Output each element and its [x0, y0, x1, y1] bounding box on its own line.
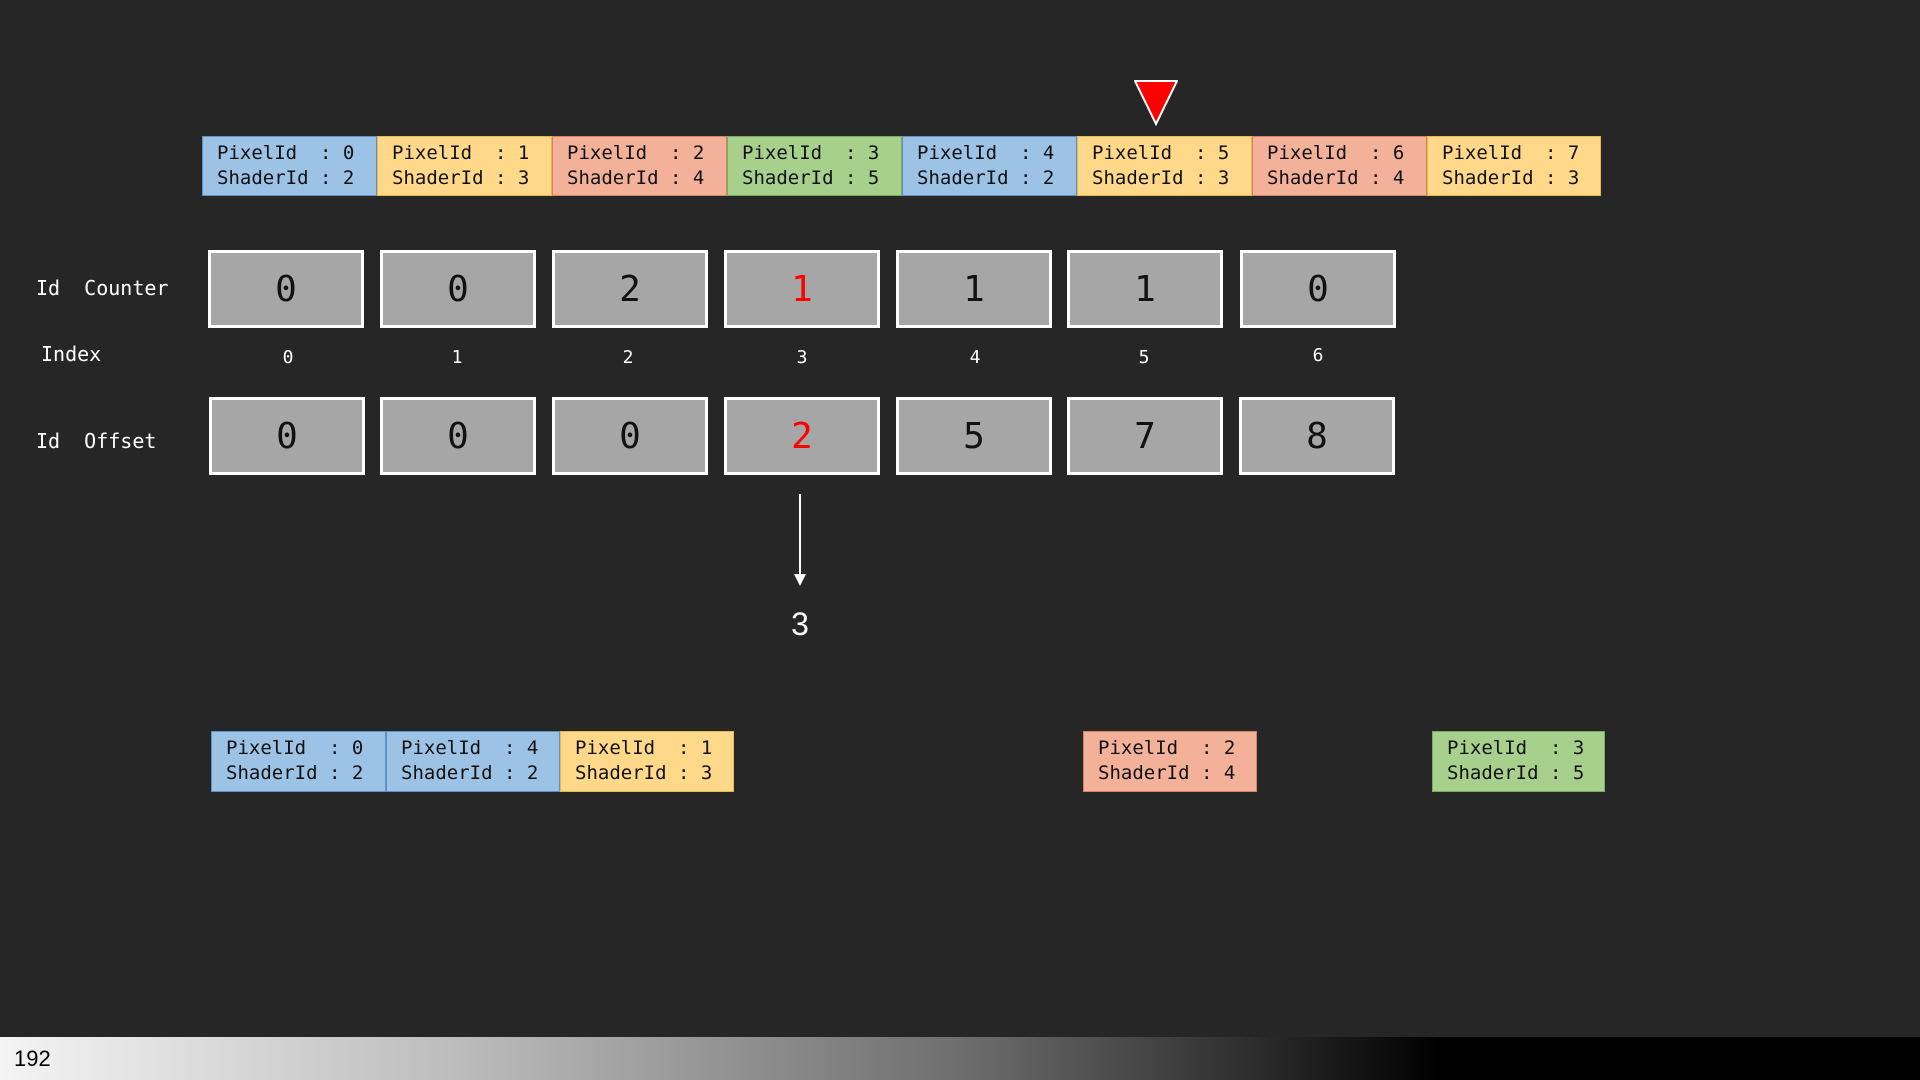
index-value: 0: [282, 347, 294, 368]
output-cell: PixelId : 2 ShaderId : 4: [1083, 731, 1257, 792]
input-cell: PixelId : 3 ShaderId : 5: [727, 136, 902, 196]
index-value: 6: [1312, 345, 1324, 366]
index-label: Index: [41, 342, 102, 366]
index-value: 5: [1138, 347, 1150, 368]
input-cell: PixelId : 4 ShaderId : 2: [902, 136, 1077, 196]
offset-box: 8: [1239, 397, 1395, 475]
counter-box-highlighted: 1: [724, 250, 880, 328]
output-cell: PixelId : 3 ShaderId : 5: [1432, 731, 1605, 792]
index-value: 2: [622, 347, 634, 368]
page-number: 192: [14, 1046, 51, 1071]
offset-box-highlighted: 2: [724, 397, 880, 475]
output-cell: PixelId : 0 ShaderId : 2: [211, 731, 386, 792]
footer-bar: 192: [0, 1037, 1920, 1080]
counter-box: 2: [552, 250, 708, 328]
index-value: 4: [969, 347, 981, 368]
offset-box: 0: [552, 397, 708, 475]
offset-box: 0: [380, 397, 536, 475]
offset-box: 5: [896, 397, 1052, 475]
pointer-triangle-icon: [1134, 80, 1178, 126]
input-cell: PixelId : 6 ShaderId : 4: [1252, 136, 1427, 196]
index-value: 1: [451, 347, 463, 368]
input-cell: PixelId : 7 ShaderId : 3: [1427, 136, 1601, 196]
down-arrow-icon: [794, 494, 806, 586]
counter-box: 1: [1067, 250, 1223, 328]
counter-box: 0: [1240, 250, 1396, 328]
counter-box: 1: [896, 250, 1052, 328]
id-counter-label: Id Counter: [36, 276, 169, 300]
id-offset-label: Id Offset: [36, 429, 157, 453]
index-value: 3: [796, 347, 808, 368]
counter-box: 0: [208, 250, 364, 328]
input-cell: PixelId : 5 ShaderId : 3: [1077, 136, 1252, 196]
result-value: 3: [791, 606, 809, 642]
offset-box: 0: [209, 397, 365, 475]
output-cell: PixelId : 4 ShaderId : 2: [386, 731, 560, 792]
offset-box: 7: [1067, 397, 1223, 475]
input-cell: PixelId : 0 ShaderId : 2: [202, 136, 377, 196]
input-cell: PixelId : 2 ShaderId : 4: [552, 136, 727, 196]
output-cell: PixelId : 1 ShaderId : 3: [560, 731, 734, 792]
input-cell: PixelId : 1 ShaderId : 3: [377, 136, 552, 196]
counter-box: 0: [380, 250, 536, 328]
